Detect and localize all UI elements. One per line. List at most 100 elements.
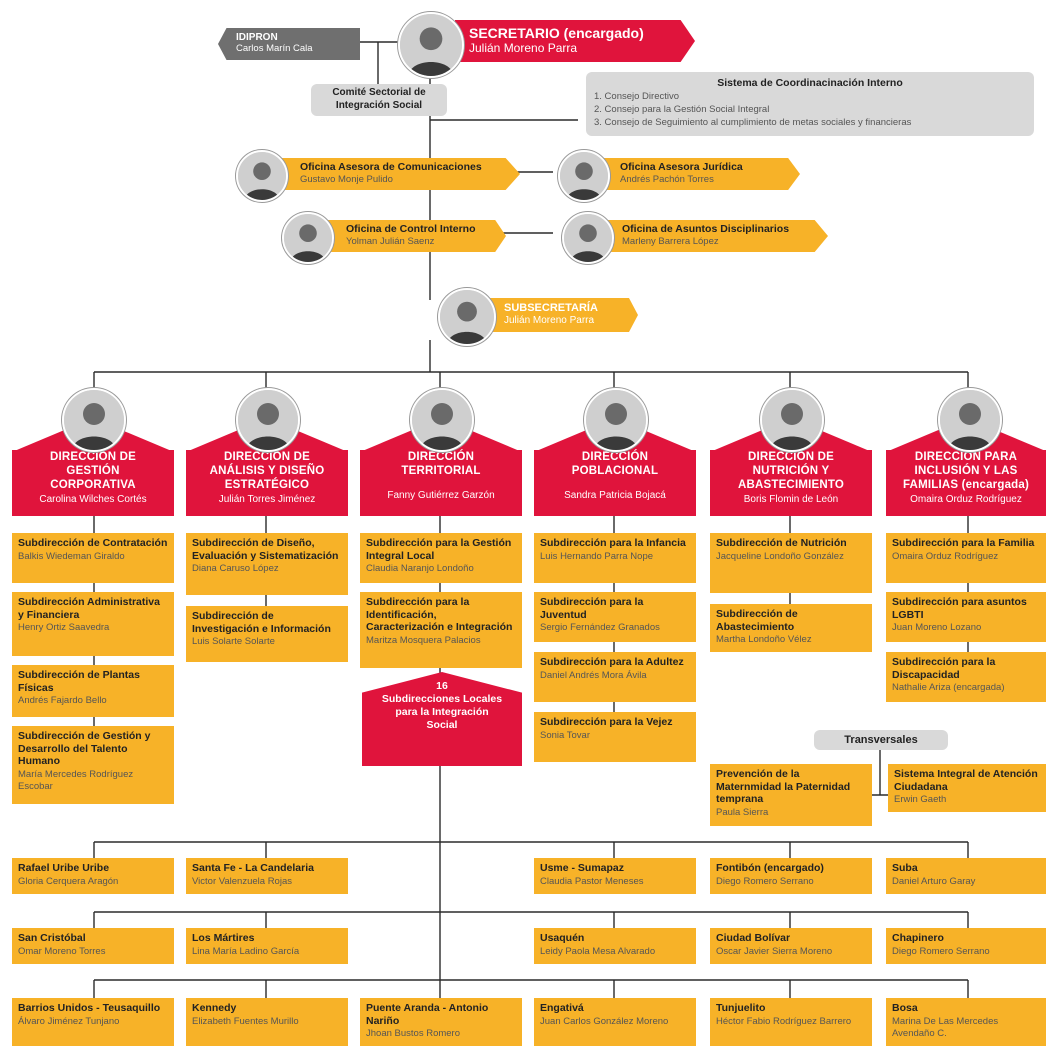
person-icon <box>284 214 332 262</box>
subdireccion-name: Andrés Fajardo Bello <box>18 695 107 706</box>
subdireccion-box: Subdirección para la Discapacidad Nathal… <box>886 652 1046 702</box>
localidad-name: Claudia Pastor Meneses <box>540 875 644 887</box>
oficina-title: Oficina Asesora Jurídica <box>620 161 743 173</box>
localidad-name: Daniel Arturo Garay <box>892 875 976 887</box>
subdireccion-name: Luis Hernando Parra Nope <box>540 550 654 562</box>
subdireccion-name: Sergio Fernández Granados <box>540 622 660 633</box>
subdireccion-box: Subdirección para la Infancia Luis Herna… <box>534 533 696 583</box>
oficina-box: Oficina Asesora Jurídica Andrés Pachón T… <box>602 158 800 190</box>
person-icon <box>412 390 472 450</box>
subsecretaria-box: SUBSECRETARÍA Julián Moreno Parra <box>488 298 638 332</box>
subdireccion-name: Nathalie Ariza (encargada) <box>892 682 1005 693</box>
subdireccion-box: Subdirección para asuntos LGBTI Juan Mor… <box>886 592 1046 642</box>
subdireccion-title: Subdirección de Diseño, Evaluación y Sis… <box>192 537 339 562</box>
idipron-title: IDIPRON <box>236 32 278 43</box>
localidad-box: Kennedy Elizabeth Fuentes Murillo <box>186 998 348 1046</box>
subdireccion-name: Martha Londoño Vélez <box>716 634 812 645</box>
locales-label: Social <box>426 719 458 731</box>
localidad-box: Santa Fe - La Candelaria Victor Valenzue… <box>186 858 348 894</box>
localidad-title: Engativá <box>540 1002 584 1014</box>
localidad-name: Marina De Las Mercedes Avendaño C. <box>892 1015 999 1039</box>
subdireccion-name: Omaira Orduz Rodríguez <box>892 550 999 562</box>
localidad-box: Usme - Sumapaz Claudia Pastor Meneses <box>534 858 696 894</box>
localidad-name: Héctor Fabio Rodríguez Barrero <box>716 1015 852 1027</box>
subdireccion-title: Subdirección para la Adultez <box>540 656 684 668</box>
direccion-title: TERRITORIAL <box>401 465 481 477</box>
localidad-box: Ciudad Bolívar Oscar Javier Sierra Moren… <box>710 928 872 964</box>
direccion-box: DIRECCIÓN DE ANÁLISIS Y DISEÑO ESTRATÉGI… <box>186 450 348 516</box>
subdireccion-box: Subdirección para la Gestión Integral Lo… <box>360 533 522 583</box>
subdireccion-box: Subdirección Administrativa y Financiera… <box>12 592 174 656</box>
localidad-title: Tunjuelito <box>716 1002 766 1014</box>
direccion-title: DIRECCIÓN <box>407 451 475 463</box>
direccion-box: DIRECCIÓN POBLACIONAL Sandra Patricia Bo… <box>534 450 696 516</box>
sistema-item: 2. Consejo para la Gestión Social Integr… <box>594 104 770 115</box>
subdireccion-name: María Mercedes Rodríguez Escobar <box>18 768 134 792</box>
direccion-name: Julián Torres Jiménez <box>218 494 316 505</box>
localidad-name: Diego Romero Serrano <box>892 945 990 957</box>
subdireccion-title: Subdirección para la Infancia <box>540 537 686 549</box>
localidad-title: Usaquén <box>540 932 585 944</box>
localidad-box: Suba Daniel Arturo Garay <box>886 858 1046 894</box>
comite-line1: Comité Sectorial de <box>332 87 426 98</box>
direccion-box: DIRECCIÓN DE NUTRICIÓN Y ABASTECIMIENTO … <box>710 450 872 516</box>
person-icon <box>400 14 462 76</box>
idipron-name: Carlos Marín Cala <box>236 43 313 54</box>
subdireccion-box: Subdirección para la Familia Omaira Ordu… <box>886 533 1046 583</box>
subdireccion-title: Subdirección para la Vejez <box>540 716 673 728</box>
oficina-avatar <box>236 150 288 202</box>
oficina-title: Oficina Asesora de Comunicaciones <box>300 161 482 173</box>
direccion-title: GESTIÓN <box>66 465 120 477</box>
localidad-title: Rafael Uribe Uribe <box>18 862 110 874</box>
localidad-title: Usme - Sumapaz <box>540 862 625 874</box>
localidad-title: Suba <box>892 862 918 874</box>
subdireccion-title: Subdirección de Investigación e Informac… <box>192 610 331 635</box>
subdireccion-title: Subdirección para la Identificación, Car… <box>366 596 513 633</box>
direccion-title: DIRECCIÓN <box>581 451 649 463</box>
subdireccion-title: Subdirección para la Familia <box>892 537 1035 549</box>
localidad-box: Chapinero Diego Romero Serrano <box>886 928 1046 964</box>
person-icon <box>940 390 1000 450</box>
secretario-box: SECRETARIO (encargado) Julián Moreno Par… <box>455 20 695 62</box>
oficina-name: Gustavo Monje Pulido <box>300 174 393 185</box>
person-icon <box>762 390 822 450</box>
subsecretaria-avatar <box>438 288 496 346</box>
localidad-box: Bosa Marina De Las Mercedes Avendaño C. <box>886 998 1046 1046</box>
sistema-item: 3. Consejo de Seguimiento al cumplimient… <box>594 117 912 128</box>
localidad-box: Rafael Uribe Uribe Gloria Cerquera Aragó… <box>12 858 174 894</box>
direccion-title: ABASTECIMIENTO <box>737 479 845 491</box>
secretario-name: Julián Moreno Parra <box>469 41 578 55</box>
transversal-name: Paula Sierra <box>716 806 769 818</box>
direccion-title: DIRECCIÓN PARA <box>914 451 1018 463</box>
subdireccion-title: Subdirección Administrativa y Financiera <box>18 596 160 621</box>
direccion-name: Sandra Patricia Bojacá <box>564 490 666 501</box>
secretario-title: SECRETARIO (encargado) <box>469 25 644 41</box>
localidad-name: Omar Moreno Torres <box>18 945 106 957</box>
oficina-avatar <box>562 212 614 264</box>
localidad-box: Fontibón (encargado) Diego Romero Serran… <box>710 858 872 894</box>
person-icon <box>440 290 494 344</box>
subdireccion-name: Diana Caruso López <box>192 563 279 574</box>
subdireccion-name: Daniel Andrés Mora Ávila <box>540 669 647 681</box>
subdireccion-name: Jacqueline Londoño González <box>716 550 844 562</box>
direccion-title: ESTRATÉGICO <box>224 479 310 491</box>
subdireccion-box: Subdirección para la Identificación, Car… <box>360 592 522 668</box>
subdirecciones-locales-box: 16 Subdirecciones Locales para la Integr… <box>362 672 522 766</box>
direccion-title: NUTRICIÓN Y <box>752 465 830 477</box>
oficina-avatar <box>558 150 610 202</box>
localidad-box: Engativá Juan Carlos González Moreno <box>534 998 696 1046</box>
localidad-box: Tunjuelito Héctor Fabio Rodríguez Barrer… <box>710 998 872 1046</box>
direccion-title: ANÁLISIS Y DISEÑO <box>209 465 325 477</box>
localidad-title: Bosa <box>892 1002 918 1014</box>
subdireccion-title: Subdirección de Nutrición <box>716 537 847 549</box>
localidad-name: Álvaro Jiménez Tunjano <box>18 1015 120 1027</box>
transversal-name: Erwin Gaeth <box>894 794 947 805</box>
locales-count: 16 <box>436 680 448 692</box>
subdireccion-name: Juan Moreno Lozano <box>892 622 982 633</box>
transversal-box: Sistema Integral de Atención Ciudadana E… <box>888 764 1046 812</box>
subdireccion-title: Subdirección para la Discapacidad <box>892 656 996 681</box>
direccion-name: Omaira Orduz Rodríguez <box>910 494 1022 505</box>
person-icon <box>560 152 608 200</box>
localidad-box: Usaquén Leidy Paola Mesa Alvarado <box>534 928 696 964</box>
person-icon <box>238 390 298 450</box>
